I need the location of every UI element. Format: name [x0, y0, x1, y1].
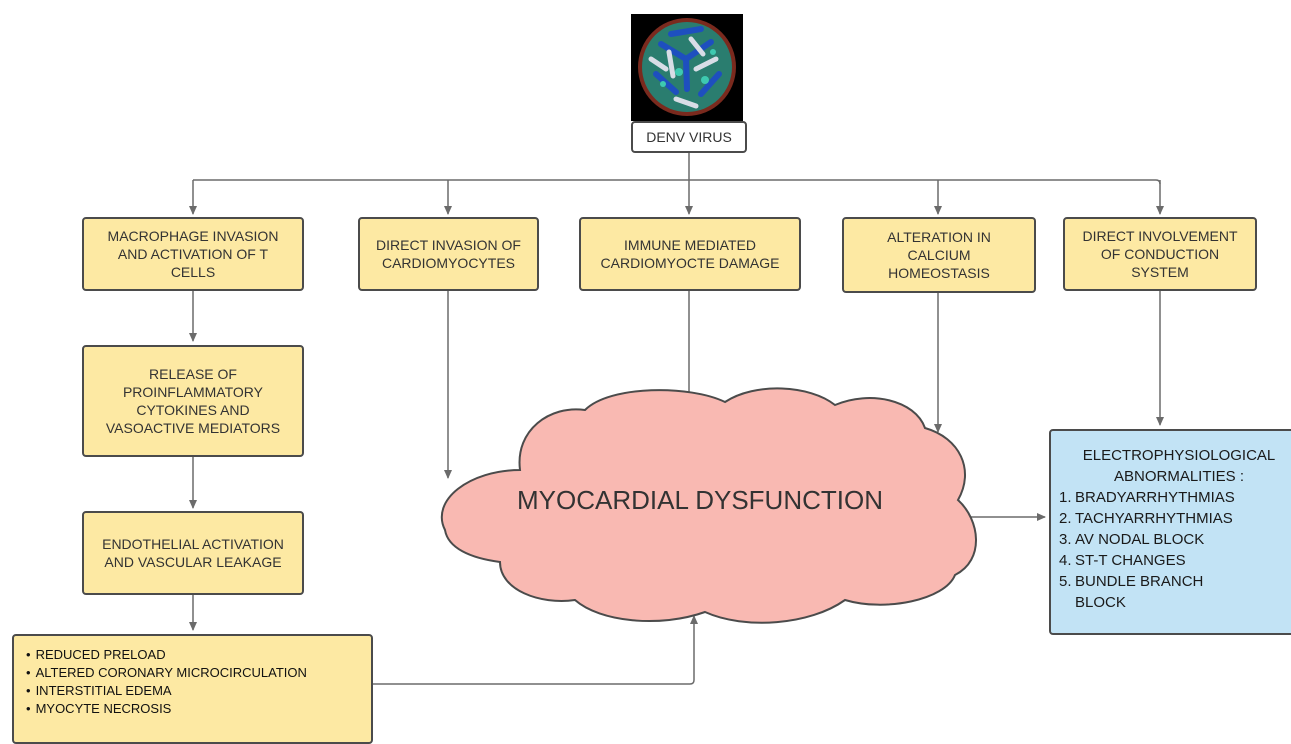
list-item: ALTERED CORONARY MICROCIRCULATION: [26, 664, 371, 682]
list-item: 4.ST-T CHANGES: [1059, 550, 1291, 571]
list-item: 5.BUNDLE BRANCH BLOCK: [1059, 571, 1291, 613]
box-line: CYTOKINES AND: [136, 402, 250, 418]
effects-list-box: REDUCED PRELOAD ALTERED CORONARY MICROCI…: [12, 634, 373, 744]
list-text: AV NODAL BLOCK: [1075, 531, 1205, 548]
effects-list: REDUCED PRELOAD ALTERED CORONARY MICROCI…: [26, 646, 371, 718]
connector-effects-to-cloud: [373, 615, 698, 685]
calcium-homeostasis-box: ALTERATION IN CALCIUM HOMEOSTASIS: [842, 217, 1036, 293]
box-line: CELLS: [170, 264, 216, 280]
box-line: MACROPHAGE INVASION: [107, 228, 279, 244]
direct-invasion-box: DIRECT INVASION OF CARDIOMYOCYTES: [358, 217, 539, 291]
list-item: 3.AV NODAL BLOCK: [1059, 529, 1291, 550]
ep-title-line: ELECTROPHYSIOLOGICAL: [1082, 447, 1276, 464]
list-text: BRADYARRHYTHMIAS: [1075, 489, 1235, 506]
box-line: DIRECT INVOLVEMENT: [1082, 228, 1238, 244]
box-line: SYSTEM: [1131, 264, 1189, 280]
ep-title: ELECTROPHYSIOLOGICAL ABNORMALITIES :: [1059, 445, 1291, 487]
conduction-system-box: DIRECT INVOLVEMENT OF CONDUCTION SYSTEM: [1063, 217, 1257, 291]
list-item: REDUCED PRELOAD: [26, 646, 371, 664]
box-line: CARDIOMYOCTE DAMAGE: [600, 255, 780, 271]
box-line: AND VASCULAR LEAKAGE: [104, 554, 282, 570]
myocardial-dysfunction-label: MYOCARDIAL DYSFUNCTION: [517, 485, 883, 515]
list-number: 5.: [1059, 573, 1072, 590]
box-line: DIRECT INVASION OF: [376, 237, 521, 253]
denv-virus-box: DENV VIRUS: [631, 121, 747, 153]
box-line: CARDIOMYOCYTES: [381, 255, 515, 271]
cytokine-release-box: RELEASE OF PROINFLAMMATORY CYTOKINES AND…: [82, 345, 304, 457]
box-line: IMMUNE MEDIATED: [624, 237, 756, 253]
list-number: 3.: [1059, 531, 1072, 548]
list-item: 1.BRADYARRHYTHMIAS: [1059, 487, 1291, 508]
list-text: BUNDLE BRANCH BLOCK: [1075, 573, 1204, 611]
list-number: 4.: [1059, 552, 1072, 569]
box-line: PROINFLAMMATORY: [122, 384, 263, 400]
list-number: 1.: [1059, 489, 1072, 506]
list-item: MYOCYTE NECROSIS: [26, 700, 371, 718]
box-line: OF CONDUCTION: [1100, 246, 1220, 262]
list-item: INTERSTITIAL EDEMA: [26, 682, 371, 700]
list-number: 2.: [1059, 510, 1072, 527]
box-line: RELEASE OF: [149, 366, 237, 382]
box-line: AND ACTIVATION OF T: [117, 246, 269, 262]
box-line: ENDOTHELIAL ACTIVATION: [102, 536, 284, 552]
virus-particle-image: [631, 14, 743, 121]
ep-title-line: ABNORMALITIES :: [1113, 468, 1245, 485]
box-line: VASOACTIVE MEDIATORS: [105, 420, 281, 436]
ep-list: 1.BRADYARRHYTHMIAS 2.TACHYARRHYTHMIAS 3.…: [1059, 487, 1291, 613]
box-line: ALTERATION IN: [887, 229, 991, 245]
endothelial-activation-box: ENDOTHELIAL ACTIVATION AND VASCULAR LEAK…: [82, 511, 304, 595]
list-text: TACHYARRHYTHMIAS: [1075, 510, 1233, 527]
box-line: HOMEOSTASIS: [888, 265, 990, 281]
myocardial-dysfunction-cloud: [440, 387, 977, 624]
list-text: ST-T CHANGES: [1075, 552, 1186, 569]
denv-virus-label: DENV VIRUS: [646, 129, 732, 145]
immune-mediated-box: IMMUNE MEDIATED CARDIOMYOCTE DAMAGE: [579, 217, 801, 291]
list-item: 2.TACHYARRHYTHMIAS: [1059, 508, 1291, 529]
electrophysiological-abnormalities-box: ELECTROPHYSIOLOGICAL ABNORMALITIES : 1.B…: [1049, 429, 1291, 635]
macrophage-invasion-box: MACROPHAGE INVASION AND ACTIVATION OF T …: [82, 217, 304, 291]
box-line: CALCIUM: [907, 247, 971, 263]
